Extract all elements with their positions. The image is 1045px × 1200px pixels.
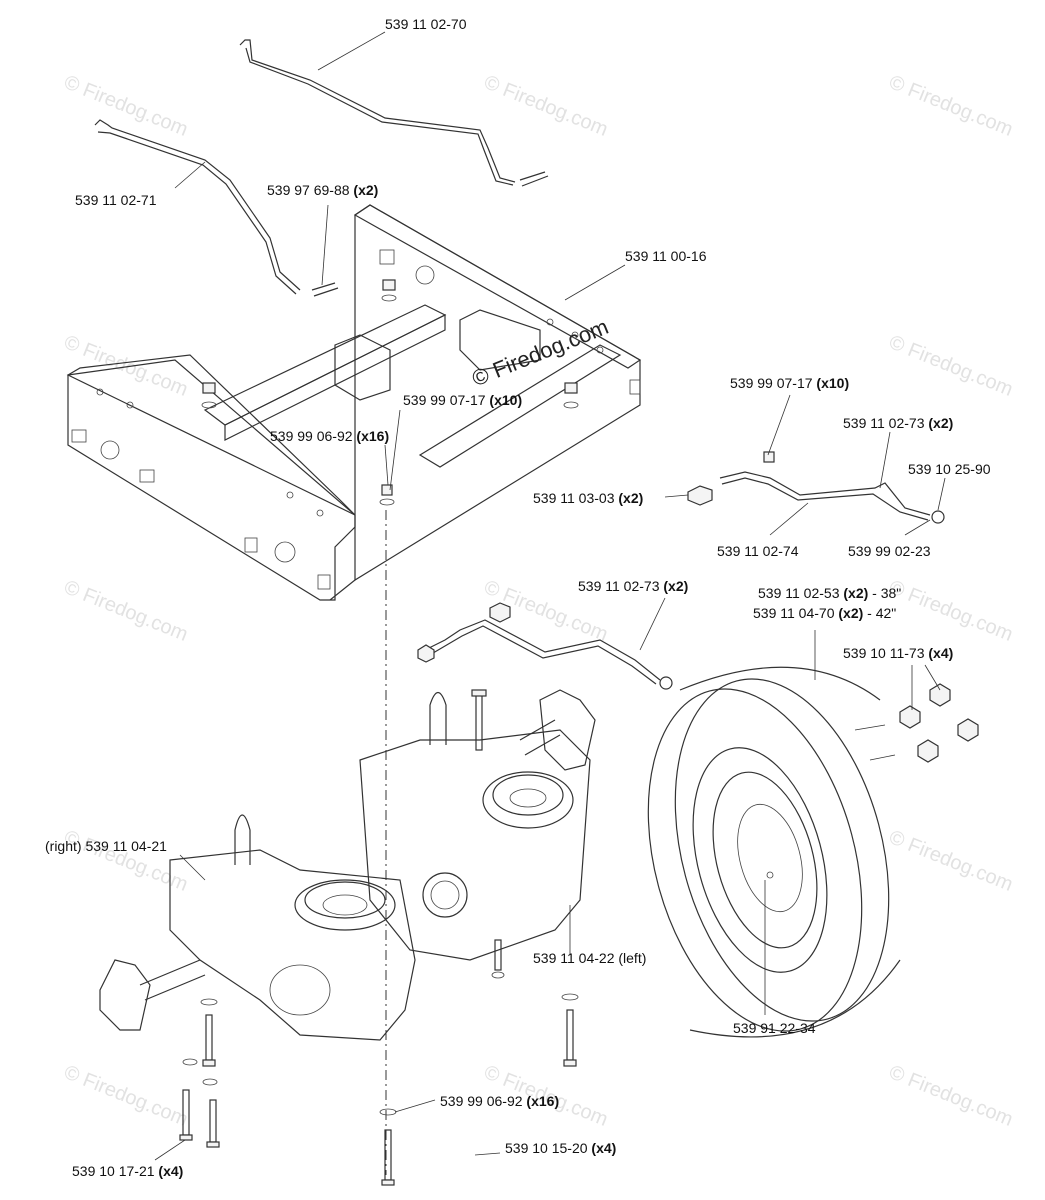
- wheel: [647, 666, 901, 1038]
- quantity: (x2): [928, 415, 954, 431]
- quantity: (x10): [816, 375, 850, 391]
- label-539-10-17-21: 539 10 17-21 (x4): [72, 1163, 183, 1179]
- part-number: (right) 539 11 04-21: [45, 838, 167, 854]
- part-number: 539 11 02-53: [758, 585, 840, 601]
- label-539-99-06-92-bottom: 539 99 06-92 (x16): [440, 1093, 559, 1109]
- label-539-10-25-90: 539 10 25-90: [908, 461, 991, 477]
- transaxle-right: [99, 814, 416, 1041]
- lug-nuts: [899, 683, 979, 763]
- label-539-99-07-17-rod: 539 99 07-17 (x10): [730, 375, 849, 391]
- part-number: 539 10 15-20: [505, 1140, 588, 1156]
- quantity: (x4): [928, 645, 954, 661]
- label-539-11-04-21: (right) 539 11 04-21: [45, 838, 167, 854]
- bolts: [179, 689, 579, 1186]
- label-539-11-02-71: 539 11 02-71: [75, 192, 156, 208]
- quantity: (x2): [663, 578, 689, 594]
- rod-02-74: [687, 451, 945, 524]
- label-539-11-04-22: 539 11 04-22 (left): [533, 950, 646, 966]
- quantity: (x16): [526, 1093, 560, 1109]
- part-number: 539 91 22-34: [733, 1020, 816, 1036]
- quantity: (x2): [618, 490, 644, 506]
- part-number: 539 11 04-22 (left): [533, 950, 647, 966]
- rod-02-73: [417, 602, 673, 690]
- label-539-11-00-16: 539 11 00-16: [625, 248, 706, 264]
- part-number: 539 11 02-71: [75, 192, 157, 208]
- quantity: (x2): [843, 585, 869, 601]
- label-539-11-04-70: 539 11 04-70 (x2) - 42": [753, 605, 896, 621]
- quantity: (x4): [158, 1163, 184, 1179]
- quantity: (x2): [353, 182, 379, 198]
- part-number: 539 11 02-73: [578, 578, 660, 594]
- part-number: 539 11 00-16: [625, 248, 707, 264]
- label-539-11-02-53: 539 11 02-53 (x2) - 38": [758, 585, 901, 601]
- label-539-11-02-74: 539 11 02-74: [717, 543, 798, 559]
- label-539-11-02-73-lower: 539 11 02-73 (x2): [578, 578, 688, 594]
- transaxle-left: [359, 689, 596, 961]
- size-suffix: - 38": [872, 585, 902, 601]
- label-539-11-02-73-upper: 539 11 02-73 (x2): [843, 415, 953, 431]
- label-539-99-07-17-frame: 539 99 07-17 (x10): [403, 392, 522, 408]
- part-number: 539 11 04-70: [753, 605, 835, 621]
- label-539-97-69-88: 539 97 69-88 (x2): [267, 182, 378, 198]
- quantity: (x2): [838, 605, 864, 621]
- quantity: (x10): [489, 392, 523, 408]
- size-suffix: - 42": [867, 605, 897, 621]
- rod-02-70: [239, 39, 549, 187]
- leader-lines: [154, 31, 946, 1161]
- label-539-91-22-34: 539 91 22-34: [733, 1020, 816, 1036]
- part-number: 539 99 06-92: [270, 428, 353, 444]
- quantity: (x4): [591, 1140, 617, 1156]
- frame-00-16: [66, 204, 642, 601]
- label-539-99-02-23: 539 99 02-23: [848, 543, 931, 559]
- part-number: 539 99 06-92: [440, 1093, 523, 1109]
- label-539-10-11-73: 539 10 11-73 (x4): [843, 645, 953, 661]
- label-539-11-03-03: 539 11 03-03 (x2): [533, 490, 643, 506]
- part-number: 539 11 02-73: [843, 415, 925, 431]
- part-number: 539 11 02-74: [717, 543, 799, 559]
- part-number: 539 10 25-90: [908, 461, 991, 477]
- part-number: 539 10 11-73: [843, 645, 925, 661]
- part-number: 539 99 07-17: [403, 392, 486, 408]
- rod-02-71: [94, 119, 339, 297]
- label-539-99-06-92-frame: 539 99 06-92 (x16): [270, 428, 389, 444]
- part-number: 539 11 03-03: [533, 490, 615, 506]
- part-number: 539 97 69-88: [267, 182, 350, 198]
- part-number: 539 11 02-70: [385, 16, 467, 32]
- part-number: 539 99 07-17: [730, 375, 813, 391]
- part-number: 539 99 02-23: [848, 543, 931, 559]
- quantity: (x16): [356, 428, 390, 444]
- label-539-10-15-20: 539 10 15-20 (x4): [505, 1140, 616, 1156]
- part-number: 539 10 17-21: [72, 1163, 155, 1179]
- label-539-11-02-70: 539 11 02-70: [385, 16, 466, 32]
